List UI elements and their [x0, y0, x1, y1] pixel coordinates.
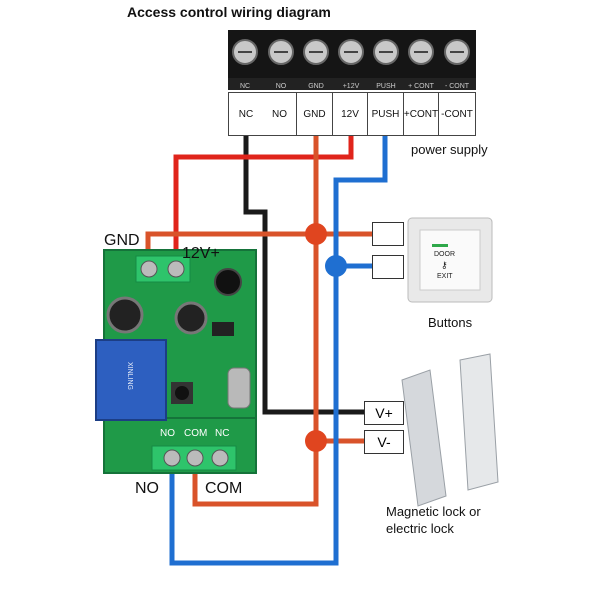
key-icon: ⚷: [441, 261, 448, 271]
terminal-screw-gnd: [140, 260, 158, 278]
magnetic-lock-device: [401, 353, 499, 507]
relay-board: XINLING NO COM NC: [95, 249, 257, 474]
power-supply-label: power supply: [411, 142, 488, 157]
exit-button-led: [432, 244, 448, 247]
red-wire: [173, 134, 354, 258]
board-com-label: COM: [205, 480, 243, 497]
button-connector-1: [372, 222, 404, 246]
pcb-label-no: NO: [160, 428, 175, 439]
junction-gnd-orange: [305, 223, 327, 245]
pcb-label-nc: NC: [215, 428, 229, 439]
blue-wire: [169, 134, 388, 566]
terminal-label-strip: [228, 78, 476, 90]
lock-vminus-terminal: V-: [364, 430, 404, 454]
block-label-6: - CONT: [445, 83, 470, 90]
terminal-label-1: NO: [263, 92, 297, 136]
capacitor-2: [174, 301, 208, 335]
terminal-label-6: -CONT: [439, 92, 476, 136]
power-supply-terminal-block: NC NO GND +12V PUSH + CONT - CONT: [228, 30, 476, 90]
inductor: [214, 268, 242, 296]
buttons-caption: Buttons: [428, 315, 473, 330]
lock-vplus-terminal: V+: [364, 401, 404, 425]
terminal-screw-nc: [211, 449, 229, 467]
board-no-label: NO: [135, 480, 159, 497]
button-text-exit: EXIT: [437, 273, 453, 280]
lock-caption-line1: Magnetic lock or: [386, 504, 481, 519]
terminal-screw-12v: [167, 260, 185, 278]
block-label-4: PUSH: [376, 83, 395, 90]
board-gnd-label: GND: [104, 232, 140, 249]
exit-button-face: [419, 229, 481, 291]
pcb-button-cap: [175, 386, 189, 400]
board-12v-label: 12V+: [182, 245, 220, 262]
block-label-1: NO: [276, 83, 287, 90]
terminal-label-4: PUSH: [368, 92, 404, 136]
terminal-label-0: NC: [228, 92, 264, 136]
junction-vminus-orange: [305, 430, 327, 452]
block-label-0: NC: [240, 83, 250, 90]
block-label-2: GND: [308, 83, 324, 90]
relay-component: [95, 339, 167, 421]
diagram-title: Access control wiring diagram: [127, 4, 331, 20]
terminal-screw-no: [163, 449, 181, 467]
lock-body: [401, 369, 447, 507]
orange-wire: [192, 134, 319, 507]
black-wire: [243, 134, 364, 415]
terminal-label-2: GND: [297, 92, 333, 136]
button-text-door: DOOR: [434, 251, 455, 258]
exit-button-device: DOOR EXIT ⚷: [407, 217, 493, 303]
block-label-5: + CONT: [408, 83, 435, 90]
terminal-label-5: +CONT: [404, 92, 439, 136]
lock-caption-line2: electric lock: [386, 521, 454, 536]
ic-chip: [212, 322, 234, 336]
crystal-oscillator: [227, 367, 251, 409]
relay-brand-text: XINLING: [126, 362, 133, 390]
lock-armature: [459, 353, 499, 491]
junction-push-blue: [325, 255, 347, 277]
button-connector-2: [372, 255, 404, 279]
pcb-label-com: COM: [184, 428, 207, 439]
terminal-label-3: 12V: [333, 92, 368, 136]
terminal-screw-com: [186, 449, 204, 467]
block-label-3: +12V: [343, 83, 360, 90]
capacitor-1: [106, 296, 144, 334]
